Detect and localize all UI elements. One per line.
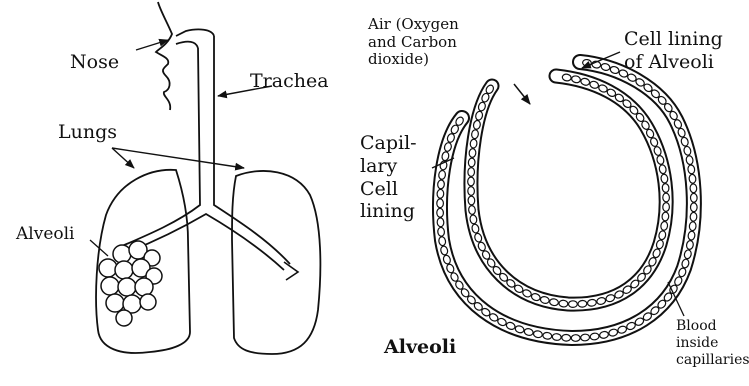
- air-arrow: [514, 84, 530, 104]
- lining-cell: [437, 227, 444, 236]
- label-cell-lining-alveoli: Cell lining of Alveoli: [624, 28, 723, 74]
- lungs-pointer-right: [112, 148, 244, 168]
- lining-cell: [571, 335, 580, 342]
- lining-cell: [552, 333, 561, 340]
- lining-cell: [690, 184, 697, 193]
- lining-cell: [437, 208, 444, 217]
- label-trachea: Trachea: [250, 72, 329, 91]
- lining-cell: [689, 221, 696, 230]
- lining-cell: [559, 300, 568, 307]
- label-nose: Nose: [70, 53, 119, 72]
- lining-cell: [468, 196, 475, 205]
- label-alveoli-title: Alveoli: [384, 338, 456, 357]
- lining-cell: [562, 334, 571, 341]
- lining-cell: [578, 300, 587, 307]
- label-blood: Blood inside capillaries: [676, 318, 749, 368]
- label-cell-lining-alveoli-line-2: of Alveoli: [624, 51, 723, 74]
- label-capillary-lining-line-3: Cell: [360, 178, 417, 201]
- label-lungs: Lungs: [58, 123, 117, 142]
- label-alveoli-left: Alveoli: [16, 226, 75, 243]
- label-capillary-lining: Capil- lary Cell lining: [360, 132, 417, 223]
- lining-cell: [662, 212, 669, 221]
- lining-cell: [690, 212, 697, 221]
- label-capillary-lining-line-1: Capil-: [360, 132, 417, 155]
- lining-cell: [437, 180, 444, 189]
- lining-cell: [468, 177, 475, 186]
- lining-cell: [437, 218, 444, 227]
- lining-cell: [663, 193, 670, 202]
- face-profile: [156, 2, 172, 110]
- lining-cell: [580, 334, 589, 341]
- lining-cell: [438, 170, 446, 180]
- lining-cell: [689, 174, 697, 183]
- lining-cell: [662, 183, 669, 192]
- lining-cell: [437, 189, 444, 198]
- alveoli-cluster: [99, 241, 162, 326]
- lining-cell: [469, 148, 476, 157]
- label-air: Air (Oxygen and Carbon dioxide): [368, 16, 459, 69]
- nasal-passage-lower: [176, 42, 198, 48]
- lining-cell: [470, 139, 478, 149]
- lining-cell: [663, 202, 670, 211]
- label-capillary-lining-line-2: lary: [360, 155, 417, 178]
- label-cell-lining-alveoli-line-1: Cell lining: [624, 28, 723, 51]
- lining-cell: [468, 187, 475, 196]
- trachea-left-wall: [122, 48, 200, 246]
- lining-cell: [568, 301, 577, 308]
- label-air-line-1: Air (Oxygen: [368, 16, 459, 34]
- nasal-passage: [176, 29, 214, 36]
- label-blood-line-3: capillaries: [676, 352, 749, 369]
- bronchus-tip: [284, 262, 298, 280]
- alveolus-tubes: [437, 59, 698, 341]
- label-blood-line-2: inside: [676, 335, 749, 352]
- lining-cell: [690, 193, 697, 202]
- label-blood-line-1: Blood: [676, 318, 749, 335]
- lining-cell: [468, 158, 475, 167]
- label-air-line-3: dioxide): [368, 51, 459, 69]
- lining-cell: [468, 205, 476, 214]
- label-air-line-2: and Carbon: [368, 34, 459, 52]
- lining-cell: [690, 203, 697, 212]
- alveolar-lining-tube: [468, 74, 670, 308]
- lining-cell: [437, 199, 444, 208]
- label-capillary-lining-line-4: lining: [360, 200, 417, 223]
- lining-cell: [468, 167, 475, 176]
